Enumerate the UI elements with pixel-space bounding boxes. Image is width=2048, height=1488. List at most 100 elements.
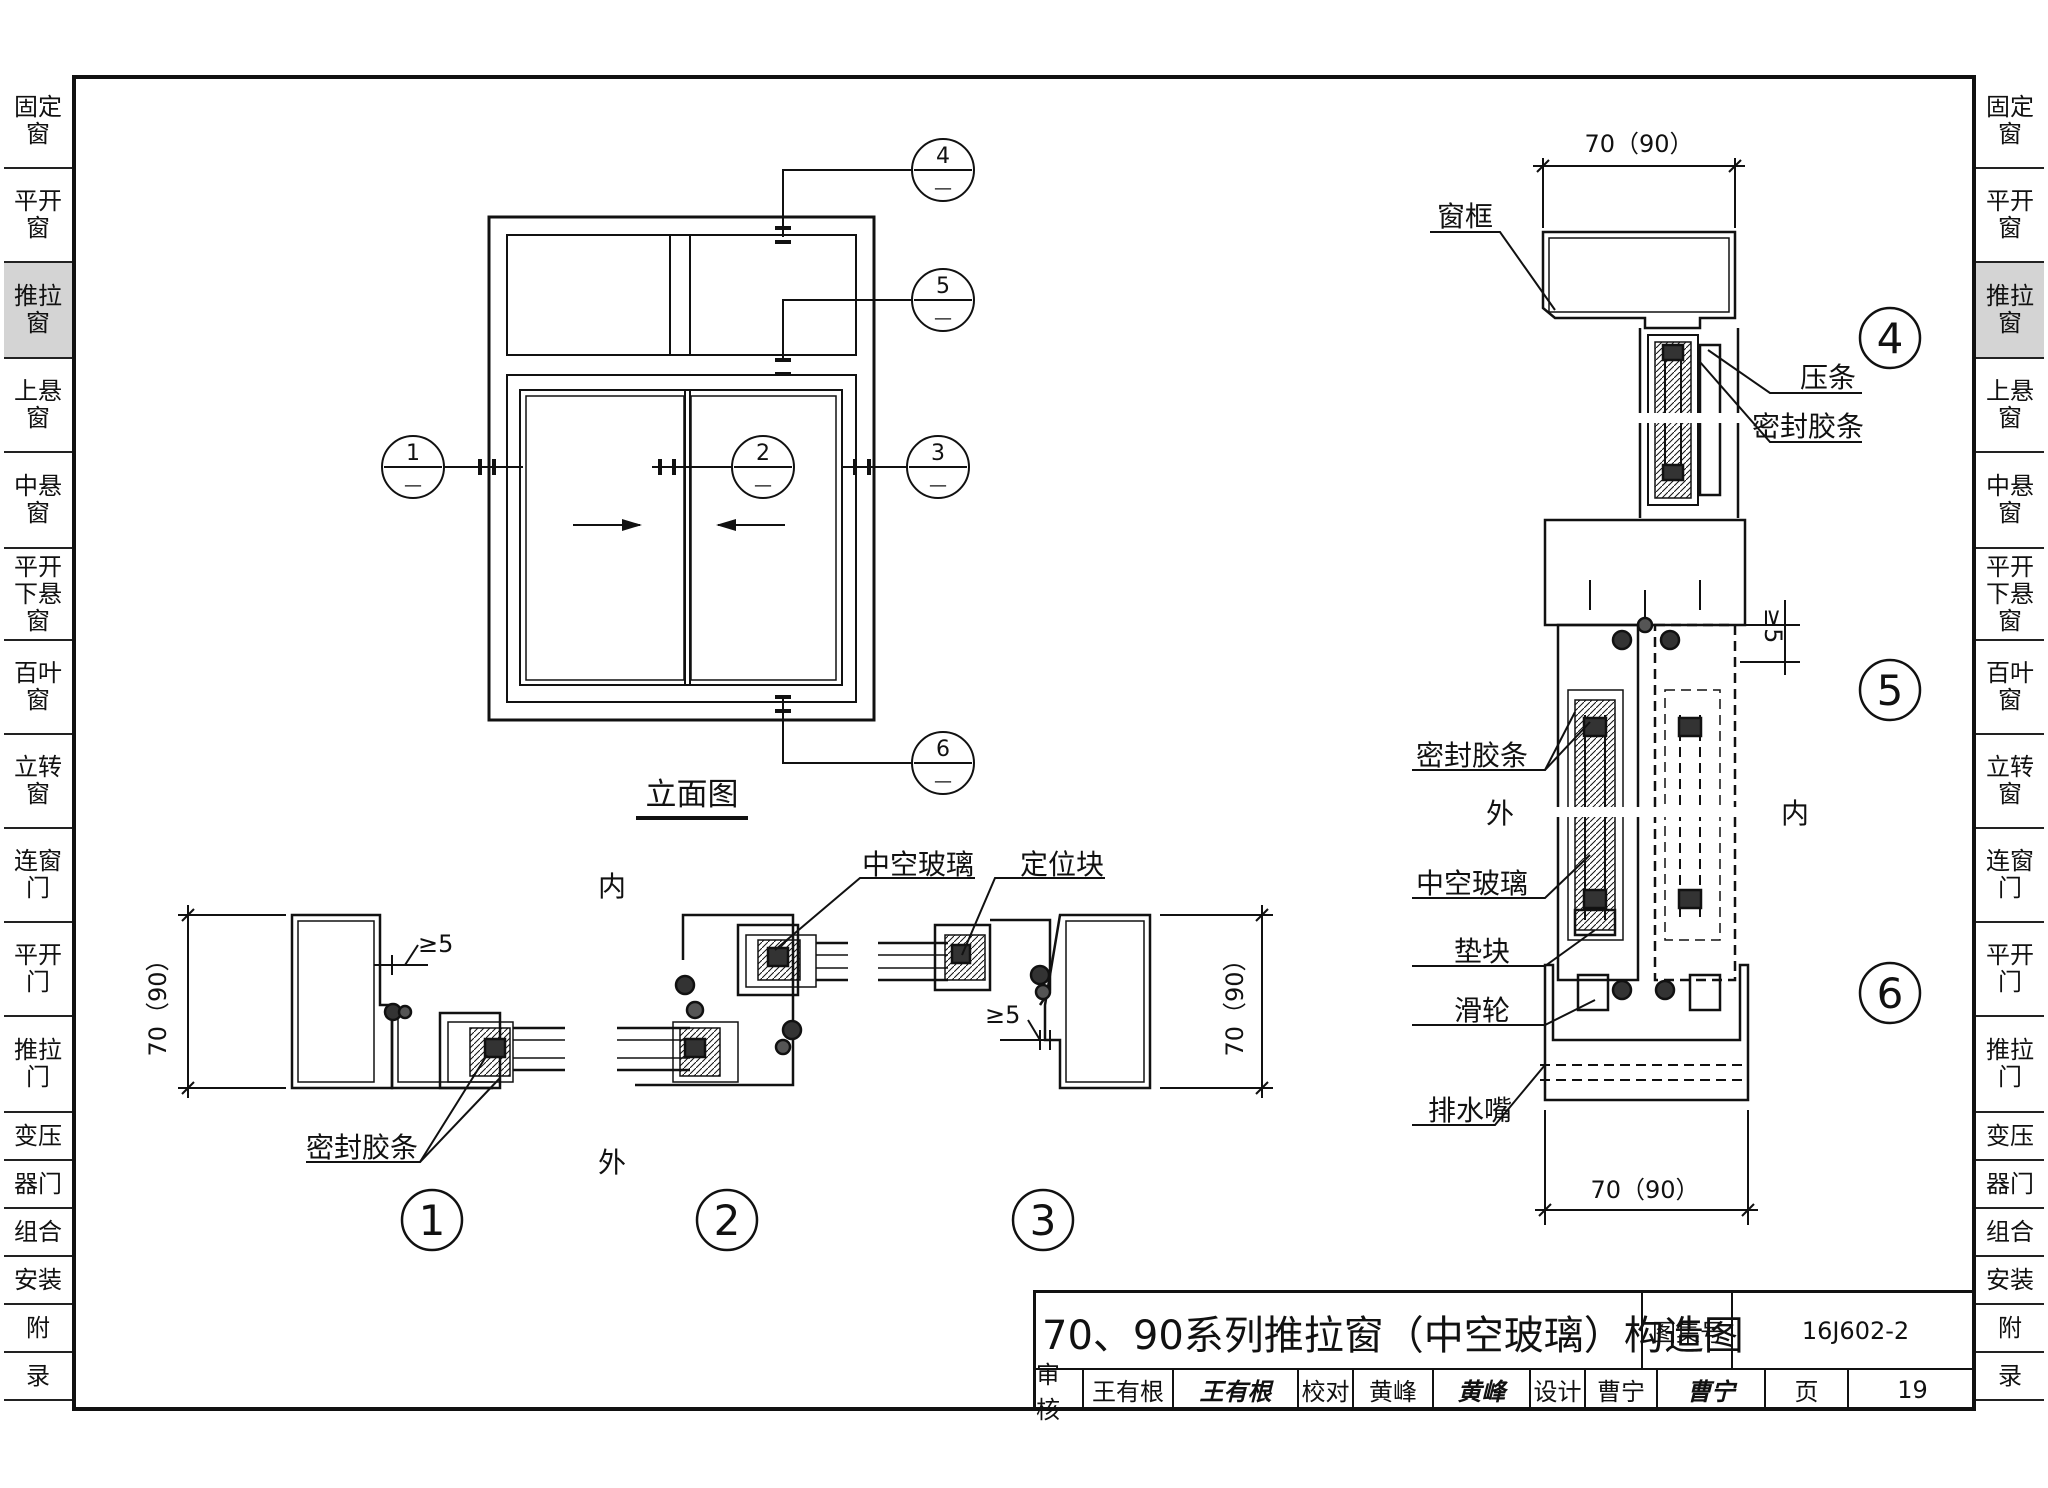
drain-label: 排水嘴 (1428, 1094, 1512, 1127)
side-tab-label: 器门 (1986, 1169, 2034, 1198)
side-tab[interactable]: 固定窗 (4, 75, 72, 169)
side-tab[interactable]: 附 (1976, 1305, 2044, 1353)
detail-number-label: 2 (714, 1196, 741, 1245)
side-tabs-right: 固定窗平开窗推拉窗上悬窗中悬窗平开下悬窗百叶窗立转窗连窗门平开门推拉门变压器门组… (1976, 75, 2044, 1401)
side-tab[interactable]: 连窗门 (4, 829, 72, 923)
side-tab-label: 上悬窗 (14, 377, 62, 432)
section-marker: 5— (911, 268, 975, 332)
side-tab[interactable]: 平开下悬窗 (4, 549, 72, 641)
detail-number: 2 (695, 1188, 759, 1252)
side-tab[interactable]: 录 (1976, 1353, 2044, 1401)
checker-signature: 黄峰 (1434, 1368, 1531, 1411)
side-tab[interactable]: 变压 (1976, 1113, 2044, 1161)
designer-name: 曹宁 (1586, 1368, 1658, 1411)
check-label: 校对 (1299, 1368, 1354, 1411)
glass-label-v: 中空玻璃 (1416, 867, 1528, 900)
page-number: 19 (1897, 1375, 1928, 1404)
vertical-detail-numbers: 456 (1858, 306, 1922, 1025)
side-tab[interactable]: 固定窗 (1976, 75, 2044, 169)
side-tab[interactable]: 变压 (4, 1113, 72, 1161)
atlas-label: 图集号 (1641, 1293, 1733, 1368)
side-tabs-left: 固定窗平开窗推拉窗上悬窗中悬窗平开下悬窗百叶窗立转窗连窗门平开门推拉门变压器门组… (4, 75, 72, 1401)
detail-number-label: 5 (1877, 666, 1904, 715)
side-tab-label: 平开窗 (14, 187, 62, 242)
side-tab-label: 上悬窗 (1986, 377, 2034, 432)
detail-number: 3 (1011, 1188, 1075, 1252)
section-marker: 4— (911, 138, 975, 202)
side-tab[interactable]: 推拉门 (1976, 1017, 2044, 1113)
side-tab[interactable]: 中悬窗 (4, 453, 72, 549)
side-tab-label: 安装 (14, 1265, 62, 1294)
side-tab[interactable]: 立转窗 (1976, 735, 2044, 829)
side-tab[interactable]: 百叶窗 (1976, 641, 2044, 735)
side-tab[interactable]: 组合 (4, 1209, 72, 1257)
side-tab[interactable]: 平开窗 (1976, 169, 2044, 263)
review-label: 审核 (1036, 1361, 1084, 1424)
reviewer-signature: 王有根 (1174, 1368, 1299, 1411)
gap-label-1: ≥5 (418, 930, 453, 958)
detail-number: 5 (1858, 658, 1922, 722)
inner-label: 内 (598, 870, 626, 903)
section-marker: 1— (381, 435, 445, 499)
side-tab[interactable]: 平开门 (1976, 923, 2044, 1017)
seal-strip-label-top: 密封胶条 (1752, 410, 1864, 443)
side-tab[interactable]: 平开门 (4, 923, 72, 1017)
side-tab[interactable]: 录 (4, 1353, 72, 1401)
dim-top-label: 70（90） (1584, 130, 1693, 158)
side-tab-label: 推拉门 (14, 1036, 62, 1091)
side-tab-label: 录 (1998, 1361, 2022, 1390)
side-tab-label: 百叶窗 (14, 659, 62, 714)
vertical-dims (1533, 158, 1800, 1225)
side-tab-label: 推拉窗 (1986, 282, 2034, 337)
side-tab[interactable]: 平开下悬窗 (1976, 549, 2044, 641)
section-marker-number: 4 (936, 144, 950, 169)
side-tab[interactable]: 上悬窗 (4, 359, 72, 453)
section-marker: 3— (906, 435, 970, 499)
section-marker-sub: — (934, 308, 952, 329)
side-tab[interactable]: 平开窗 (4, 169, 72, 263)
section-marker-number: 5 (936, 274, 950, 299)
side-tab[interactable]: 附 (4, 1305, 72, 1353)
section-marker-number: 3 (931, 441, 945, 466)
side-tab[interactable]: 中悬窗 (1976, 453, 2044, 549)
side-tab[interactable]: 推拉窗 (1976, 263, 2044, 359)
side-tab-label: 连窗门 (14, 847, 62, 902)
section-marker-sub: — (934, 771, 952, 792)
drawing-title: 70、90系列推拉窗（中空玻璃）构造图 (1042, 1313, 1744, 1359)
vertical-section (1540, 230, 1750, 1102)
horizontal-dims (178, 905, 1273, 1098)
side-tab[interactable]: 安装 (1976, 1257, 2044, 1305)
side-tab[interactable]: 安装 (4, 1257, 72, 1305)
side-tab[interactable]: 上悬窗 (1976, 359, 2044, 453)
outer-label: 外 (598, 1146, 626, 1179)
horizontal-section (290, 913, 1152, 1090)
side-tab[interactable]: 立转窗 (4, 735, 72, 829)
side-tab[interactable]: 推拉门 (4, 1017, 72, 1113)
side-tab[interactable]: 百叶窗 (4, 641, 72, 735)
section-markers: 4—5—1—2—3—6— (381, 138, 975, 795)
side-tab[interactable]: 器门 (1976, 1161, 2044, 1209)
side-tab-label: 中悬窗 (1986, 472, 2034, 527)
section-marker-sub: — (934, 178, 952, 199)
atlas-number: 16J602-2 (1731, 1293, 1978, 1368)
side-tab-label: 推拉门 (1986, 1036, 2034, 1091)
page-label: 页 (1766, 1368, 1849, 1411)
side-tab[interactable]: 器门 (4, 1161, 72, 1209)
side-tab-label: 安装 (1986, 1265, 2034, 1294)
reviewer-name: 王有根 (1084, 1368, 1174, 1411)
side-tab[interactable]: 推拉窗 (4, 263, 72, 359)
designer-signature: 曹宁 (1658, 1368, 1766, 1411)
side-tab-label: 平开下悬窗 (14, 552, 62, 635)
glass-label-h: 中空玻璃 (862, 848, 974, 881)
section-marker-sub: — (404, 475, 422, 496)
side-tab-label: 中悬窗 (14, 472, 62, 527)
side-tab-label: 推拉窗 (14, 282, 62, 337)
section-marker-number: 1 (406, 441, 420, 466)
section-marker: 6— (911, 731, 975, 795)
side-tab[interactable]: 连窗门 (1976, 829, 2044, 923)
side-tab[interactable]: 组合 (1976, 1209, 2044, 1257)
detail-number: 6 (1858, 961, 1922, 1025)
design-label: 设计 (1531, 1368, 1586, 1411)
dim-right-label: 70（90） (1221, 947, 1249, 1056)
